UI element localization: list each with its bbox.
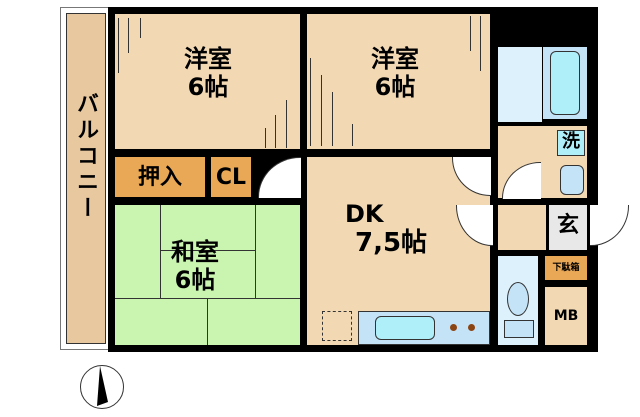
meter-box-label: MB bbox=[553, 308, 579, 324]
western-room-1-name: 洋室 bbox=[184, 45, 232, 73]
washer-box bbox=[557, 130, 585, 156]
entrance bbox=[549, 205, 587, 250]
western-room-1-size: 6帖 bbox=[187, 73, 229, 101]
oshiire bbox=[115, 157, 205, 197]
bathtub-icon bbox=[550, 51, 580, 115]
shoe-box-label: 下駄箱 bbox=[552, 263, 580, 273]
closet-label: CL bbox=[215, 165, 247, 190]
compass-north-arrow-icon bbox=[80, 365, 124, 409]
japanese-room-size: 6帖 bbox=[174, 266, 216, 294]
balcony-label: バルコニー bbox=[73, 92, 98, 222]
japanese-room-name: 和室 bbox=[171, 238, 219, 266]
oshiire-label: 押入 bbox=[137, 165, 182, 190]
dk-name: DK bbox=[345, 200, 384, 228]
stove-burner-icon bbox=[468, 324, 475, 331]
balcony bbox=[60, 7, 110, 350]
washer-label: 洗 bbox=[562, 131, 580, 152]
western-room-2 bbox=[307, 14, 490, 149]
shoe-box bbox=[545, 256, 587, 280]
closet bbox=[211, 157, 251, 197]
bathroom bbox=[498, 47, 542, 122]
toilet-icon bbox=[507, 282, 529, 316]
entrance-hall bbox=[498, 205, 546, 250]
toilet-tank bbox=[504, 320, 534, 338]
western-room-1 bbox=[115, 14, 300, 149]
washbasin-icon bbox=[560, 165, 584, 195]
dk-size: 7,5帖 bbox=[355, 228, 428, 258]
entrance-label: 玄 bbox=[556, 213, 579, 238]
western-room-2-name: 洋室 bbox=[371, 45, 419, 73]
stove-burner-icon bbox=[450, 324, 457, 331]
front-door[interactable] bbox=[590, 205, 629, 246]
sink-icon bbox=[375, 316, 435, 340]
meter-box bbox=[545, 287, 587, 345]
fridge-space bbox=[322, 311, 352, 341]
western-room-2-size: 6帖 bbox=[374, 73, 416, 101]
